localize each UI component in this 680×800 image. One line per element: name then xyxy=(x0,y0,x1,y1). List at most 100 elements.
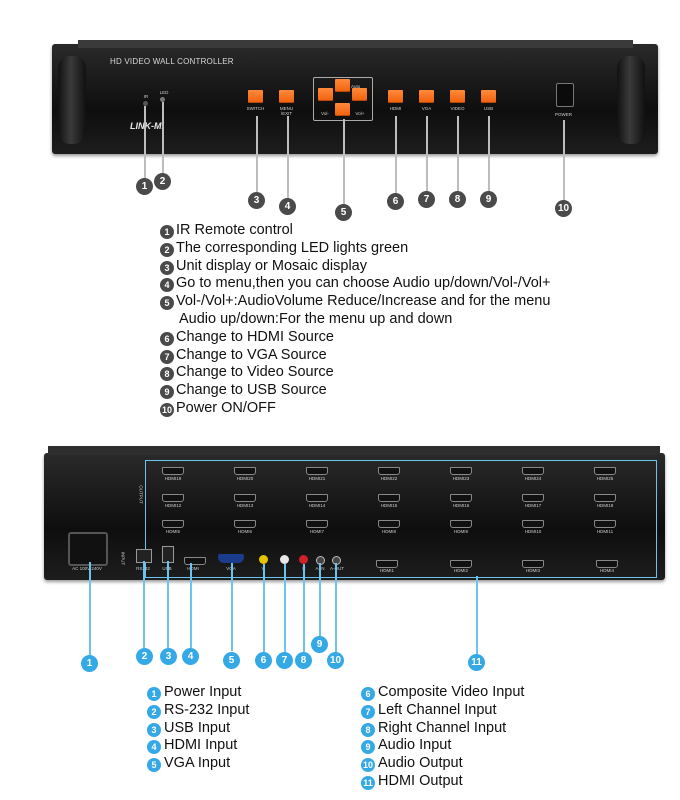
rear-callout-line-9 xyxy=(319,563,321,637)
ir-label: IR xyxy=(143,94,149,99)
auto-label: Auto xyxy=(351,84,361,89)
right-audio-port[interactable] xyxy=(299,555,308,564)
rear-callout-line-2 xyxy=(143,561,145,648)
rear-callout-line-11 xyxy=(476,576,478,654)
callout-line-1 xyxy=(144,106,146,180)
hdmi-output-port[interactable] xyxy=(376,560,398,568)
vol-plus-button[interactable] xyxy=(352,88,367,101)
led-indicator xyxy=(160,97,165,102)
hdmi-output-port[interactable] xyxy=(594,520,616,528)
hdmi-output-label: HDMI11 xyxy=(596,529,614,534)
hdmi-output-port[interactable] xyxy=(522,467,544,475)
hdmi-output-port[interactable] xyxy=(378,520,400,528)
hdmi-output-label: HDMI17 xyxy=(524,503,542,508)
usb-source-button[interactable] xyxy=(481,90,496,103)
hdmi-output-label: HDMI4 xyxy=(599,568,614,573)
callout-line-6 xyxy=(395,116,397,194)
top-plate xyxy=(78,40,633,48)
hdmi-output-port[interactable] xyxy=(234,520,256,528)
hdmi-output-label: HDMI2 xyxy=(453,568,468,573)
ir-sensor xyxy=(143,101,148,106)
hdmi-output-port[interactable] xyxy=(450,467,472,475)
rear-top-plate xyxy=(48,446,660,455)
front-panel-diagram: HD VIDEO WALL CONTROLLER IR LED LINK-MI … xyxy=(0,0,680,225)
switch-button[interactable] xyxy=(248,90,263,103)
vga-source-button[interactable] xyxy=(419,90,434,103)
rear-callout-9: 9 xyxy=(311,636,328,653)
rear-callout-line-7 xyxy=(284,564,286,652)
hdmi-output-label: HDMI19 xyxy=(164,476,182,481)
hdmi-output-label: HDMI7 xyxy=(309,529,324,534)
power-inlet[interactable] xyxy=(68,532,108,566)
hdmi-output-port[interactable] xyxy=(306,467,328,475)
hdmi-output-label: HDMI24 xyxy=(524,476,542,481)
hdmi-output-label: HDMI21 xyxy=(308,476,326,481)
rear-callout-line-1 xyxy=(89,562,91,656)
rear-callout-line-6 xyxy=(263,564,265,652)
rear-callout-line-8 xyxy=(303,564,305,652)
front-callout-1: 1 xyxy=(136,178,153,195)
hdmi-output-port[interactable] xyxy=(162,494,184,502)
hdmi-output-port[interactable] xyxy=(596,560,618,568)
hdmi-output-port[interactable] xyxy=(378,467,400,475)
rs232-label: RS232 xyxy=(128,566,158,571)
led-label: LED xyxy=(159,90,169,95)
hdmi-output-label: HDMI22 xyxy=(380,476,398,481)
power-switch[interactable] xyxy=(556,83,574,107)
video-source-button[interactable] xyxy=(450,90,465,103)
hdmi-output-port[interactable] xyxy=(594,467,616,475)
callout-line-7 xyxy=(426,116,428,192)
composite-video-port[interactable] xyxy=(259,555,268,564)
hdmi-output-port[interactable] xyxy=(378,494,400,502)
vga-port[interactable] xyxy=(218,554,244,563)
hdmi-source-button[interactable] xyxy=(388,90,403,103)
vol-minus-button[interactable] xyxy=(318,88,333,101)
hdmi-output-port[interactable] xyxy=(234,467,256,475)
hdmi-output-port[interactable] xyxy=(450,520,472,528)
vol-minus-label: Vol- xyxy=(321,111,329,116)
hdmi-output-label: HDMI18 xyxy=(596,503,614,508)
hdmi-output-port[interactable] xyxy=(450,560,472,568)
front-callout-2: 2 xyxy=(154,173,171,190)
hdmi-output-label: HDMI9 xyxy=(453,529,468,534)
hdmi-output-port[interactable] xyxy=(162,520,184,528)
hdmi-output-label: HDMI15 xyxy=(380,503,398,508)
callout-line-8 xyxy=(457,116,459,192)
hdmi-output-port[interactable] xyxy=(306,494,328,502)
power-label: POWER xyxy=(554,112,572,117)
front-callout-5: 5 xyxy=(335,204,352,221)
hdmi-input-port[interactable] xyxy=(184,557,206,565)
down-button[interactable] xyxy=(335,103,350,116)
rear-callout-line-3 xyxy=(167,561,169,648)
hdmi-output-port[interactable] xyxy=(234,494,256,502)
hdmi-output-port[interactable] xyxy=(162,467,184,475)
left-handle xyxy=(58,56,86,144)
hdmi-output-port[interactable] xyxy=(306,520,328,528)
hdmi-output-label: HDMI23 xyxy=(452,476,470,481)
left-audio-port[interactable] xyxy=(280,555,289,564)
device-title: HD VIDEO WALL CONTROLLER xyxy=(110,57,234,66)
hdmi-output-port[interactable] xyxy=(522,494,544,502)
a-out-label: A-OUT xyxy=(330,566,344,571)
hdmi-output-port[interactable] xyxy=(594,494,616,502)
hdmi-output-port[interactable] xyxy=(450,494,472,502)
hdmi-output-port[interactable] xyxy=(522,520,544,528)
hdmi-output-port[interactable] xyxy=(522,560,544,568)
rear-callout-1: 1 xyxy=(81,655,98,672)
rear-callout-11: 11 xyxy=(468,654,485,671)
up-button[interactable] xyxy=(335,79,350,92)
menu-exit-button[interactable] xyxy=(279,90,294,103)
video-source-label: VIDEO xyxy=(450,106,465,111)
